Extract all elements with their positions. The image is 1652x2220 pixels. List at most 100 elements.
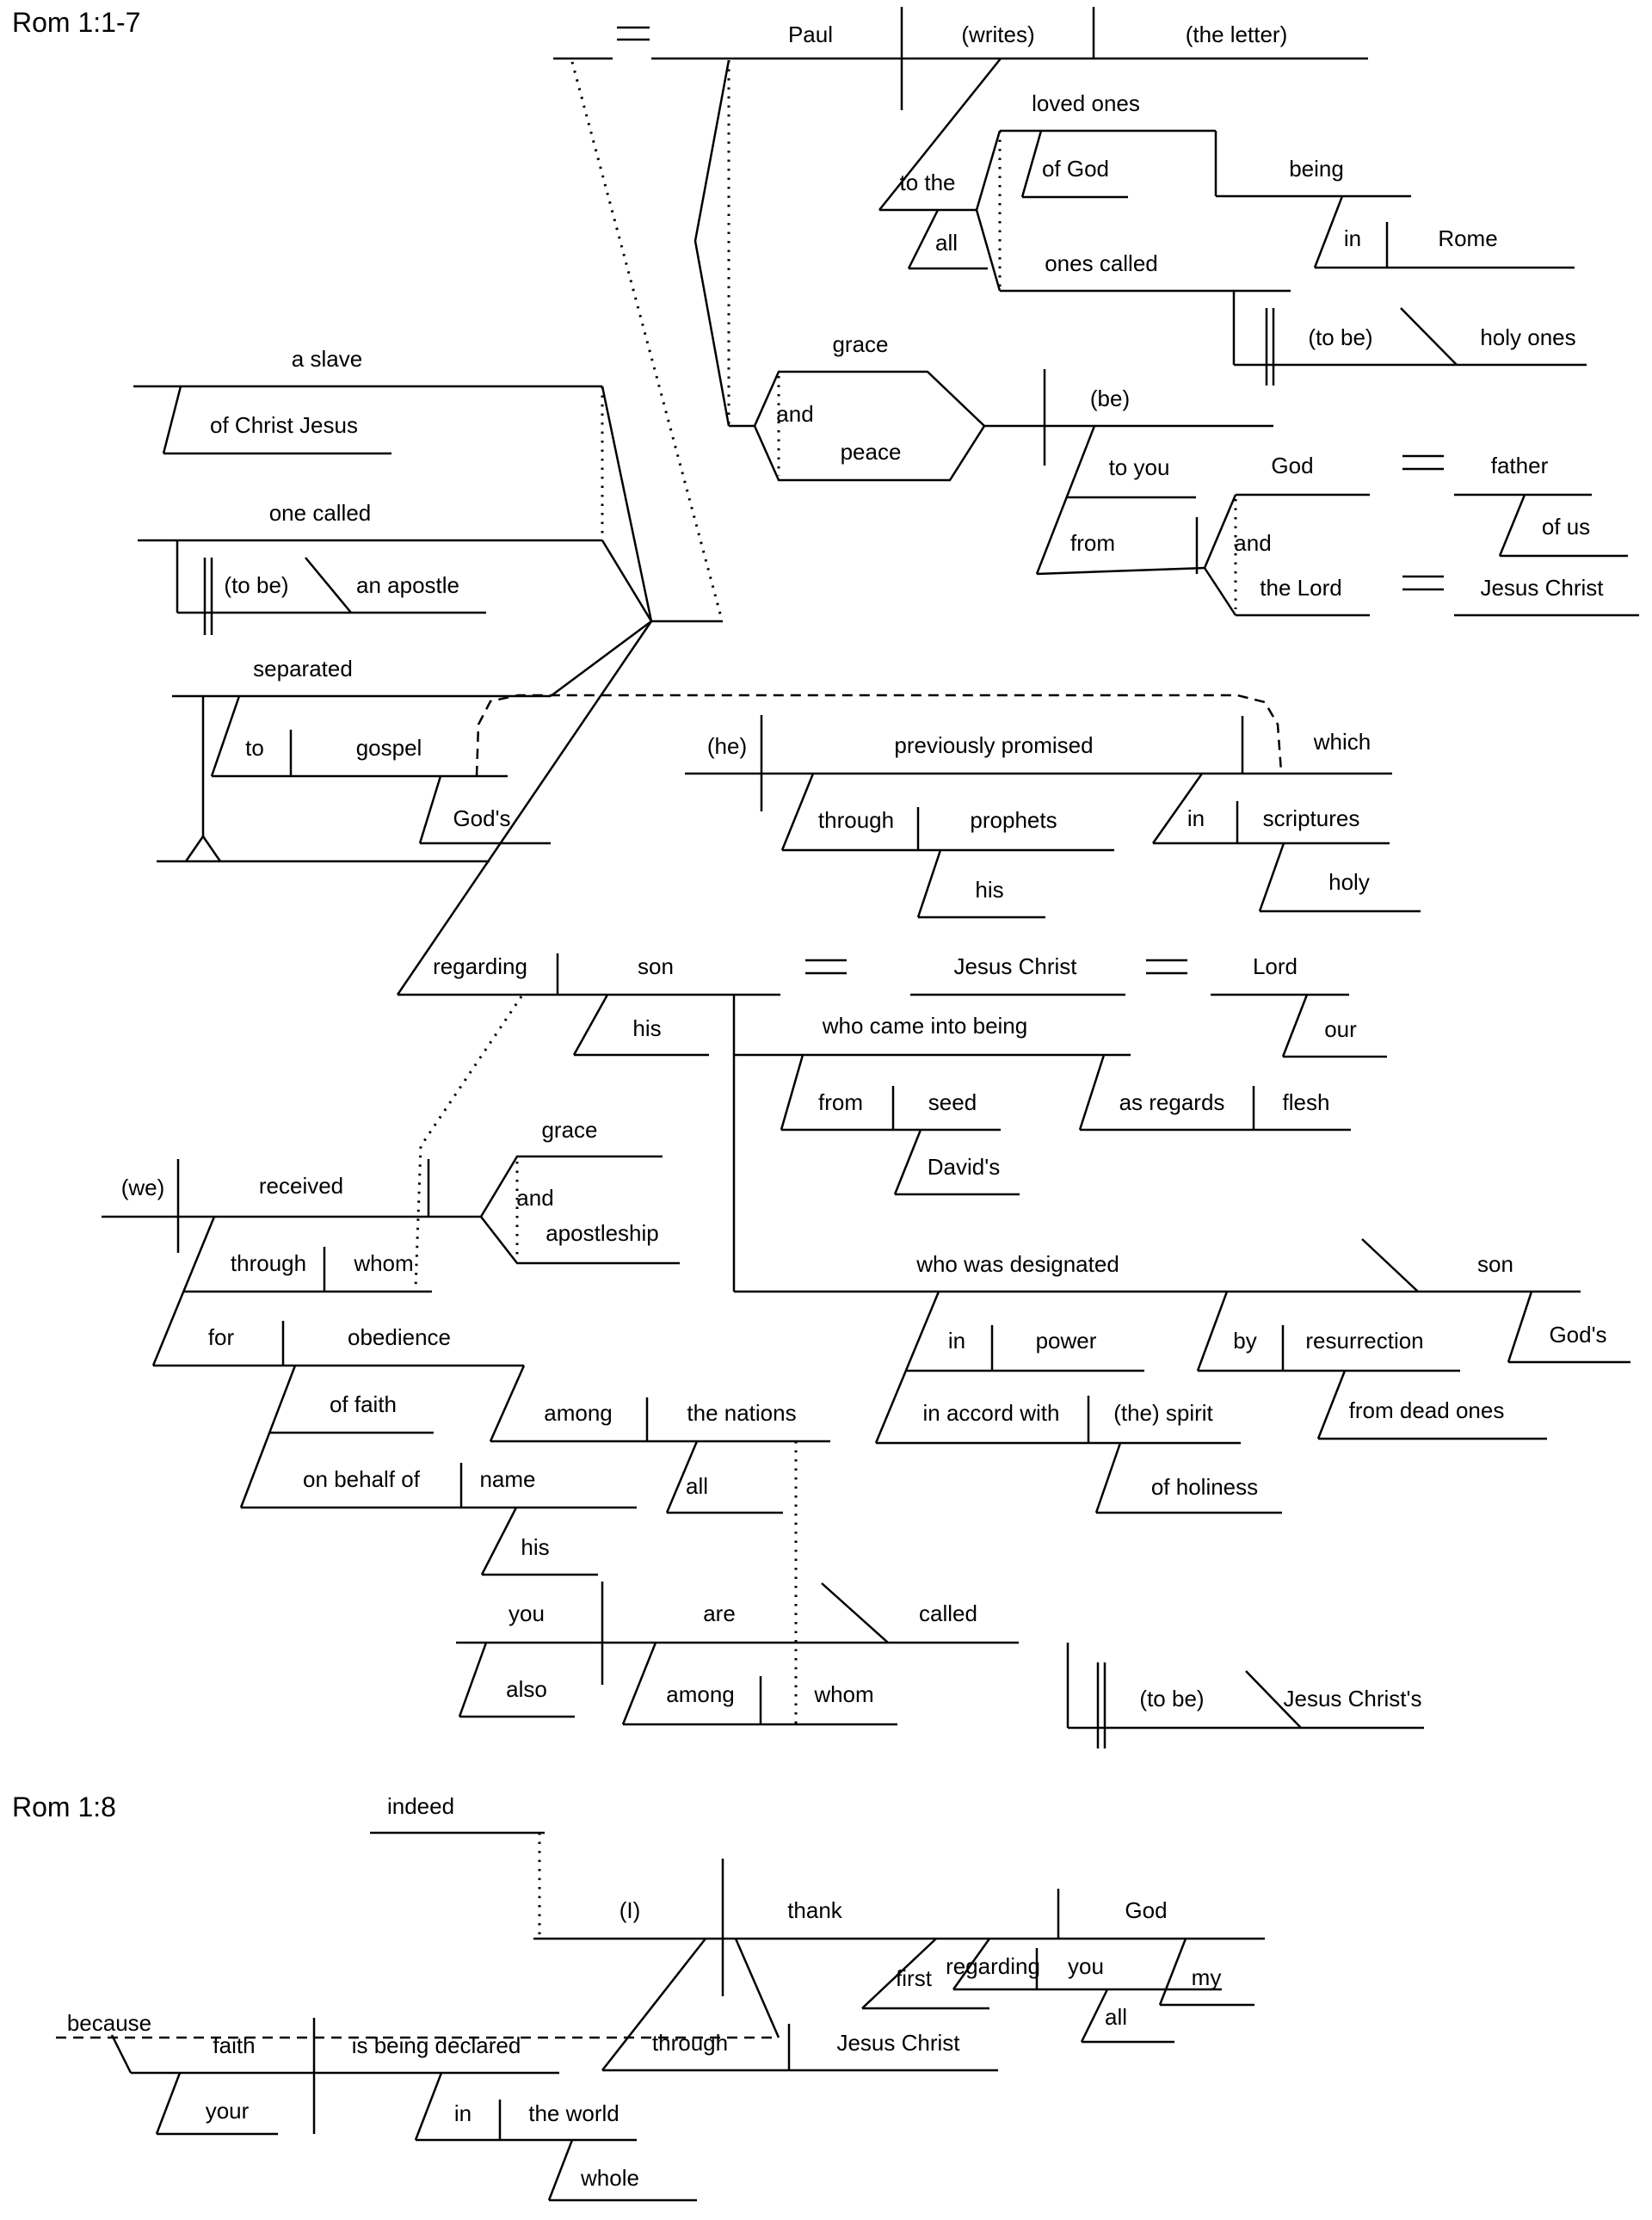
label-god: God: [1125, 1897, 1167, 1923]
diagram-line: [479, 1155, 663, 1218]
label-grace: grace: [541, 1117, 597, 1143]
diagram-line: [753, 425, 986, 482]
label-of-god: of God: [1042, 156, 1109, 182]
label-his: his: [632, 1015, 661, 1041]
diagram-line: [162, 385, 182, 454]
diagram-line: [621, 1642, 657, 1725]
label-david-s: David's: [928, 1154, 1000, 1180]
label-the-nations: the nations: [687, 1400, 796, 1426]
label-whom: whom: [813, 1681, 873, 1707]
label-and: and: [1234, 530, 1271, 556]
label-his: his: [521, 1534, 549, 1560]
label-to-be: (to be): [1139, 1686, 1204, 1711]
diagram-dashed-connector: [475, 694, 1283, 777]
label-the-lord: the Lord: [1260, 575, 1341, 601]
label-among: among: [666, 1681, 735, 1707]
label-is-being-declared: is being declared: [352, 2032, 521, 2058]
label-son: son: [1477, 1251, 1513, 1277]
label-god-s: God's: [1549, 1322, 1606, 1347]
label-faith: faith: [213, 2032, 255, 2058]
label-power: power: [1036, 1328, 1097, 1354]
label-lord: Lord: [1253, 953, 1298, 979]
diagram-line: [1196, 1291, 1229, 1372]
label-i: (I): [620, 1897, 641, 1923]
label-of-holiness: of holiness: [1151, 1474, 1258, 1500]
label-in: in: [454, 2100, 472, 2126]
label-in-accord-with: in accord with: [923, 1400, 1060, 1426]
label-you: you: [509, 1600, 545, 1626]
diagram-line: [1020, 130, 1043, 198]
label-apostleship: apostleship: [546, 1220, 659, 1246]
label-to-be: (to be): [224, 572, 288, 598]
label-our: our: [1324, 1016, 1357, 1042]
label-also: also: [506, 1676, 547, 1702]
diagram-line: [480, 1507, 518, 1576]
label-seed: seed: [928, 1089, 977, 1115]
label-a-slave: a slave: [292, 346, 362, 372]
diagram-line: [780, 1054, 804, 1131]
diagram-line: [821, 1582, 889, 1643]
label-loved-ones: loved ones: [1032, 90, 1140, 116]
diagram-line: [547, 2139, 574, 2201]
diagram-line: [489, 1365, 526, 1442]
diagram-line: [1035, 425, 1096, 575]
diagram-line: [1151, 773, 1204, 844]
label-to-you: to you: [1109, 454, 1170, 480]
diagram-line: [550, 620, 652, 698]
diagram-line: [874, 1291, 940, 1444]
label-name: name: [479, 1466, 535, 1492]
label-as-regards: as regards: [1119, 1089, 1225, 1115]
diagram-line: [907, 209, 940, 269]
label-the-letter: (the letter): [1186, 22, 1288, 47]
label-god-s: God's: [453, 805, 510, 831]
diagram-line: [693, 59, 730, 427]
label-from: from: [818, 1089, 863, 1115]
label-ones-called: ones called: [1045, 250, 1158, 276]
label-his: his: [975, 877, 1003, 903]
label-scriptures: scriptures: [1263, 805, 1360, 831]
diagram-line: [396, 620, 653, 996]
label-he: (he): [707, 733, 747, 759]
diagram-line: [110, 2034, 133, 2074]
label-and: and: [776, 401, 813, 427]
diagram-line: [1158, 1938, 1187, 2006]
label-among: among: [544, 1400, 613, 1426]
label-separated: separated: [253, 656, 353, 681]
label-regarding: regarding: [433, 953, 527, 979]
label-because: because: [67, 2010, 151, 2036]
diagram-line: [210, 695, 241, 777]
diagram-line: [1036, 566, 1205, 576]
diagram-line: [155, 2072, 182, 2135]
label-son: son: [638, 953, 674, 979]
diagram-line: [975, 209, 1002, 292]
label-my: my: [1192, 1964, 1222, 1990]
label-an-apostle: an apostle: [356, 572, 459, 598]
label-writes: (writes): [961, 22, 1034, 47]
diagram-line: [458, 1642, 488, 1717]
label-on-behalf-of: on behalf of: [303, 1466, 421, 1492]
diagram-line: [975, 130, 1002, 211]
label-all: all: [1105, 2004, 1127, 2030]
diagram-line: [601, 1938, 706, 2071]
label-holy: holy: [1328, 869, 1370, 895]
label-all: all: [686, 1473, 708, 1499]
label-the-spirit: (the) spirit: [1113, 1400, 1213, 1426]
diagram-line: [1080, 1989, 1109, 2043]
diagram-dotted-connector: [414, 996, 523, 1290]
diagram-line: [480, 1216, 680, 1265]
diagram-line: [1245, 1670, 1302, 1729]
diagram-line: [1316, 1370, 1347, 1440]
diagram-line: [878, 58, 1002, 211]
label-in: in: [948, 1328, 965, 1354]
label-previously-promised: previously promised: [894, 732, 1093, 758]
label-rome: Rome: [1438, 225, 1497, 251]
diagram-line: [893, 1129, 922, 1195]
label-are: are: [703, 1600, 736, 1626]
label-father: father: [1491, 453, 1549, 478]
diagram-line: [1203, 567, 1237, 616]
label-all: all: [935, 230, 958, 256]
diagram-line: [916, 849, 942, 918]
label-one-called: one called: [269, 500, 372, 526]
label-to-be: (to be): [1308, 324, 1372, 350]
